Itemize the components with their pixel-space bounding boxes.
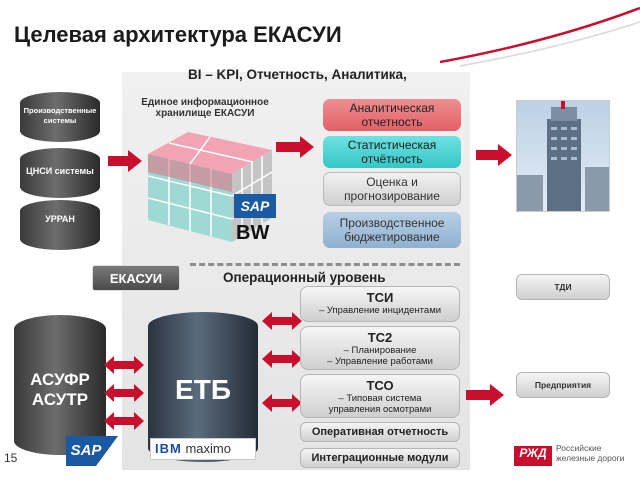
db-asufr-label: АСУФР bbox=[30, 370, 90, 389]
arrow-ops-to-enterprises bbox=[466, 384, 506, 406]
db-etb-label: ЕТБ bbox=[175, 374, 231, 405]
bi-budgeting-label: Производственное бюджетирование bbox=[339, 216, 445, 244]
ops-tso-item-2: управления осмотрами bbox=[328, 404, 432, 415]
box-enterprises: Предприятия bbox=[516, 372, 610, 398]
operational-layer-title: Операционный уровень bbox=[223, 270, 386, 285]
ops-operational-reporting: Оперативная отчетность bbox=[300, 422, 460, 442]
double-arrow-1 bbox=[104, 356, 144, 374]
ops-tsi-item: – Управление инцидентами bbox=[318, 305, 442, 316]
page-number: 15 bbox=[4, 451, 18, 465]
db-production-systems: Производственные системы bbox=[20, 92, 100, 142]
db-cnsi-systems-label: ЦНСИ системы bbox=[26, 166, 94, 176]
skyscraper-icon bbox=[517, 101, 609, 211]
ops-tc2-title: ТС2 bbox=[367, 330, 393, 345]
bi-analytic-reporting-label: Аналитическая отчетность bbox=[349, 101, 435, 129]
ops-tc2: ТС2 – Планирование – Управление работами bbox=[300, 326, 460, 370]
sap-logo: SAP bbox=[66, 436, 118, 466]
double-arrow-3 bbox=[104, 412, 144, 430]
maximo-logo-text: maximo bbox=[185, 441, 231, 456]
arrow-to-dwh bbox=[108, 150, 142, 172]
double-arrow-etb-tc2 bbox=[262, 350, 302, 368]
header-swoosh-decoration bbox=[440, 6, 640, 67]
rzd-logo-text: Российские железные дороги bbox=[556, 443, 624, 463]
sap-logo-text: SAP bbox=[70, 442, 102, 459]
db-urran: УРРАН bbox=[20, 200, 100, 250]
db-etb: ЕТБ bbox=[148, 312, 258, 462]
bi-layer-title: BI – KPI, Отчетность, Аналитика, bbox=[188, 67, 407, 82]
bw-label: BW bbox=[236, 222, 270, 244]
rzd-logo-line-2: железные дороги bbox=[556, 453, 625, 463]
ops-tc2-item-1: – Планирование bbox=[343, 345, 417, 356]
ops-tso: ТСО – Типовая система управления осмотра… bbox=[300, 374, 460, 418]
dwh-cube-icon bbox=[148, 132, 272, 242]
db-urran-label: УРРАН bbox=[45, 214, 75, 224]
ekasui-label: ЕКАСУИ bbox=[92, 265, 180, 291]
page-title: Целевая архитектура ЕКАСУИ bbox=[14, 22, 342, 47]
ibm-logo-text: IBM bbox=[155, 441, 182, 456]
rzd-logo-icon bbox=[514, 446, 552, 466]
db-cnsi-systems: ЦНСИ системы bbox=[20, 148, 100, 198]
double-arrow-etb-tso bbox=[262, 394, 302, 412]
bi-forecasting-label: Оценка и прогнозирование bbox=[344, 175, 440, 203]
bi-statistical-reporting-label: Статистическая отчётность bbox=[347, 138, 437, 166]
building-photo bbox=[516, 100, 610, 212]
dwh-label: Единое информационное хранилище ЕКАСУИ bbox=[141, 97, 269, 119]
ops-tsi-title: ТСИ bbox=[366, 290, 394, 305]
rzd-logo-line-1: Российские bbox=[556, 443, 602, 453]
rzd-logo-mark: РЖД bbox=[519, 446, 547, 460]
layer-divider bbox=[190, 263, 460, 266]
ibm-maximo-logo: IBM maximo bbox=[150, 438, 256, 460]
ops-tso-title: ТСО bbox=[366, 378, 394, 393]
double-arrow-2 bbox=[104, 384, 144, 402]
sap-bw-badge: SAP bbox=[234, 194, 276, 218]
db-asutr-label: АСУТР bbox=[31, 390, 89, 409]
ops-tc2-item-2: – Управление работами bbox=[327, 356, 433, 367]
bi-statistical-reporting: Статистическая отчётность bbox=[323, 136, 461, 168]
arrow-dwh-to-bi bbox=[276, 136, 316, 158]
double-arrow-etb-tsi bbox=[262, 312, 302, 330]
bi-budgeting: Производственное бюджетирование bbox=[323, 212, 461, 248]
ops-tso-item-1: – Типовая система bbox=[338, 393, 422, 404]
arrow-bi-to-management bbox=[476, 144, 512, 166]
db-asufr-asutr: АСУФР АСУТР bbox=[14, 315, 106, 455]
bi-analytic-reporting: Аналитическая отчетность bbox=[323, 99, 461, 131]
sap-logo-icon bbox=[66, 436, 118, 466]
bi-forecasting: Оценка и прогнозирование bbox=[323, 172, 461, 206]
ops-tsi: ТСИ – Управление инцидентами bbox=[300, 286, 460, 322]
ops-integration-modules: Интеграционные модули bbox=[300, 448, 460, 468]
box-tdi: ТДИ bbox=[516, 274, 610, 300]
db-production-systems-label: Производственные системы bbox=[23, 106, 97, 125]
